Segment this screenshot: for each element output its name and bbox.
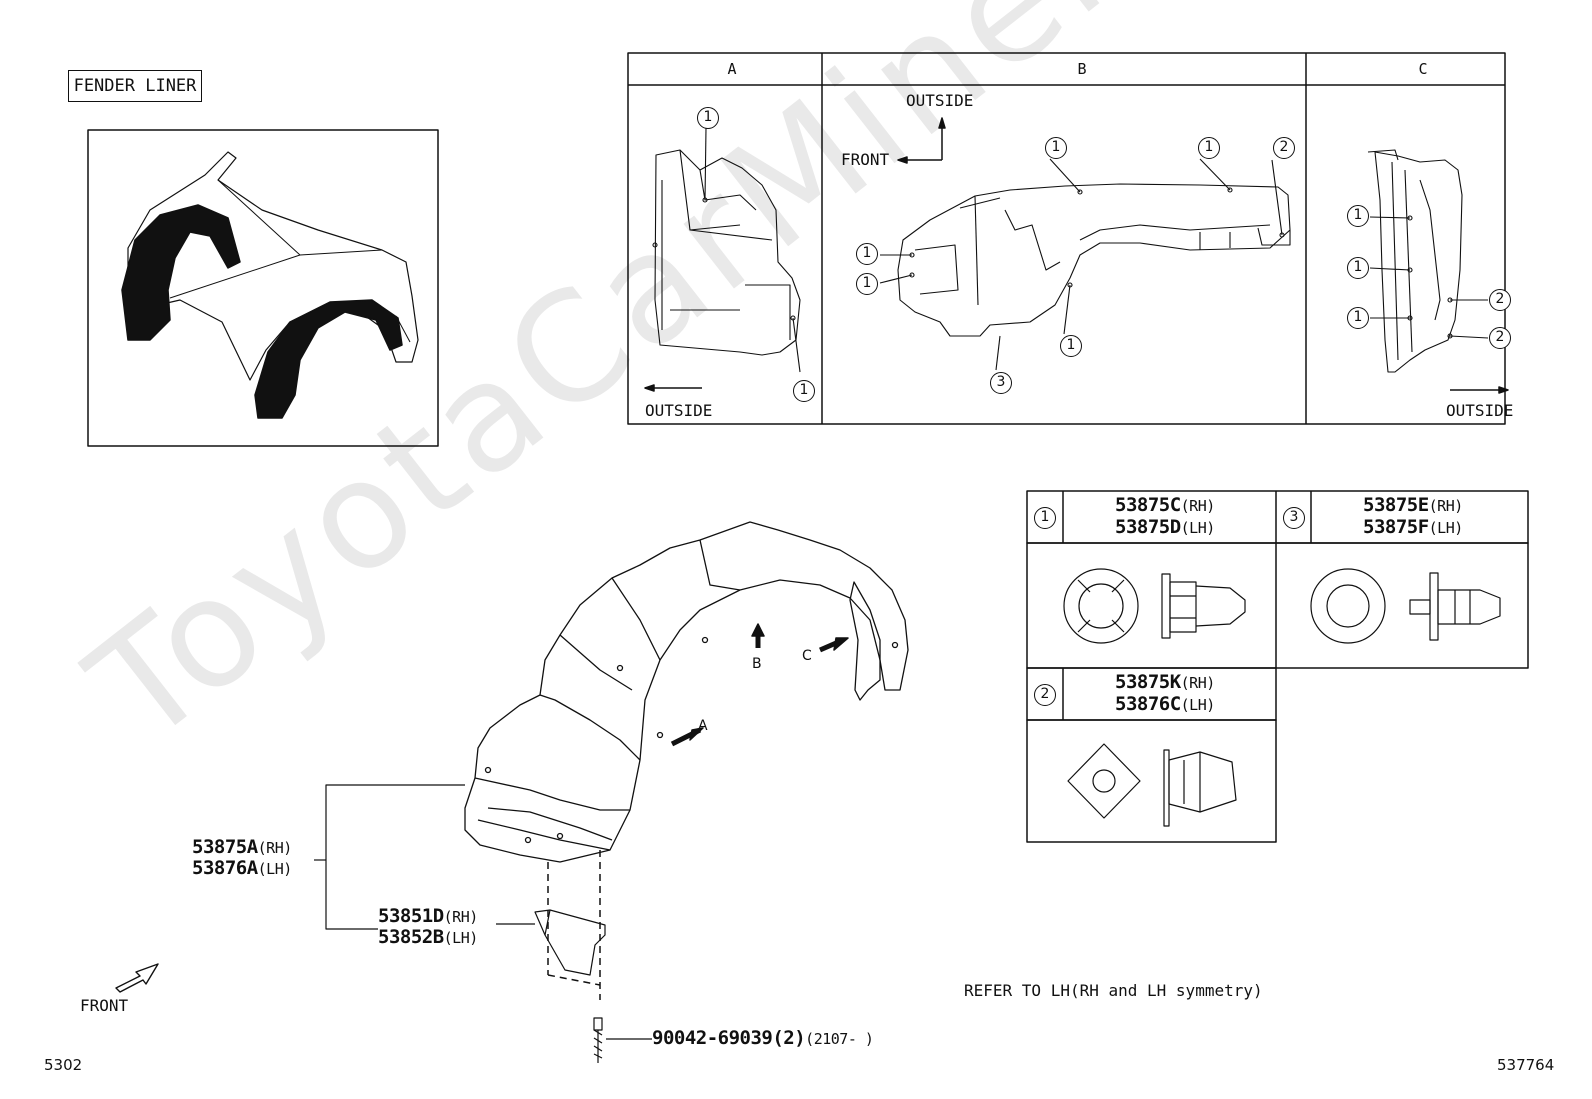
callout-3: 3	[990, 372, 1012, 394]
symmetry-note: REFER TO LH(RH and LH symmetry)	[964, 981, 1263, 1000]
clip-3-rh-part: 53875E(RH)	[1363, 494, 1463, 516]
view-arrow-a-label: A	[698, 718, 708, 734]
view-c-header: C	[1418, 60, 1428, 78]
liner-lh-part: 53876A(LH)	[192, 857, 292, 879]
callout-1: 1	[793, 380, 815, 402]
outside-label: OUTSIDE	[906, 91, 974, 110]
main-liner-drawing	[464, 521, 909, 863]
view-arrow-c-label: C	[802, 648, 812, 664]
callout-1: 1	[1347, 205, 1369, 227]
outside-label: OUTSIDE	[645, 401, 713, 420]
page-title: FENDER LINER	[68, 70, 202, 102]
view-c-sketch	[1367, 149, 1489, 373]
bracket-rh-part: 53851D(RH)	[378, 905, 478, 927]
page-code-left: 5302	[44, 1056, 83, 1074]
view-arrow-b-label: B	[752, 656, 762, 672]
page-code-right: 537764	[1497, 1056, 1555, 1074]
screw-drawing	[593, 1017, 652, 1063]
outside-label: OUTSIDE	[1446, 401, 1514, 420]
overview-fender	[127, 151, 419, 381]
view-a-sketch	[652, 127, 801, 373]
callout-1: 1	[856, 243, 878, 265]
clip-2-drawing	[1067, 743, 1237, 827]
callout-1: 1	[856, 273, 878, 295]
callout-1: 1	[1347, 257, 1369, 279]
view-b-sketch	[879, 158, 1291, 371]
clip-1-rh-part: 53875C(RH)	[1115, 494, 1215, 516]
clip-2-rh-part: 53875K(RH)	[1115, 671, 1215, 693]
clip-2-number: 2	[1034, 684, 1056, 706]
bracket-drawing	[534, 909, 606, 976]
callout-1: 1	[1045, 137, 1067, 159]
clip-1-lh-part: 53875D(LH)	[1115, 516, 1215, 538]
callout-2: 2	[1489, 289, 1511, 311]
callout-1: 1	[1347, 307, 1369, 329]
clip-3-drawing	[1310, 568, 1501, 644]
clip-3-lh-part: 53875F(LH)	[1363, 516, 1463, 538]
callout-1: 1	[1198, 137, 1220, 159]
clip-1-number: 1	[1034, 507, 1056, 529]
front-arrow	[115, 963, 159, 993]
clip-3-number: 3	[1283, 507, 1305, 529]
view-b-header: B	[1077, 60, 1087, 78]
callout-1: 1	[1060, 335, 1082, 357]
view-table-frame	[627, 52, 1506, 425]
front-label: FRONT	[841, 150, 890, 169]
bracket-lh-part: 53852B(LH)	[378, 926, 478, 948]
front-direction-label: FRONT	[80, 996, 129, 1015]
overview-liner-front	[121, 204, 241, 341]
callout-2: 2	[1273, 137, 1295, 159]
overview-frame	[87, 129, 439, 447]
liner-rh-part: 53875A(RH)	[192, 836, 292, 858]
clip-1-drawing	[1063, 568, 1246, 644]
screw-part: 90042-69039(2)(2107- )	[652, 1027, 874, 1049]
clip-2-lh-part: 53876C(LH)	[1115, 693, 1215, 715]
view-a-header: A	[727, 60, 737, 78]
overview-liner-rear	[254, 299, 403, 419]
callout-1: 1	[697, 107, 719, 129]
callout-2: 2	[1489, 327, 1511, 349]
